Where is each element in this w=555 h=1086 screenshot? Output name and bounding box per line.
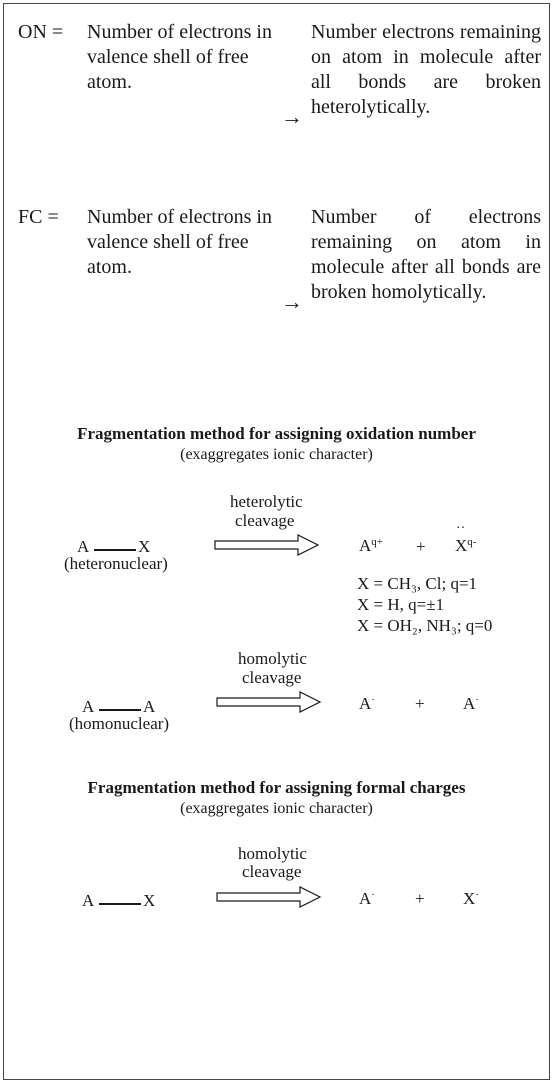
arrow-label: heterolytic xyxy=(230,492,303,511)
reactant-a: A xyxy=(143,697,156,716)
content-frame xyxy=(3,3,550,1080)
single-bond xyxy=(99,709,141,711)
plus-sign: + xyxy=(415,694,425,713)
lone-pair-dots: ·· xyxy=(456,521,466,536)
plus-sign: + xyxy=(416,537,426,556)
fc-right-text: Number of elec­trons remaining on atom i… xyxy=(311,206,541,303)
product-cation: Aq+ xyxy=(359,536,383,555)
product-anion: Xq- xyxy=(455,536,477,555)
fc-definition: FC = Number of electrons in valence shel… xyxy=(18,205,543,380)
condition-line: X = CH₃, Cl; q=1 xyxy=(357,574,478,593)
on-abbreviation: ON = xyxy=(18,21,64,43)
reactant-label: (homonuclear) xyxy=(69,714,170,733)
hollow-arrow-icon xyxy=(214,534,320,556)
right-arrow-icon: → xyxy=(281,289,303,314)
product-radical: X· xyxy=(463,889,479,908)
condition-line: X = OH₂, NH₃; q=0 xyxy=(357,616,493,635)
on-definition: ON = Number of electrons in valence shel… xyxy=(18,20,543,195)
product-radical: A· xyxy=(463,694,479,713)
hollow-arrow-icon xyxy=(216,691,322,713)
arrow-label: cleavage xyxy=(242,862,302,881)
plus-sign: + xyxy=(415,889,425,908)
formal-charge-method-title: Fragmentation method for assigning forma… xyxy=(87,778,466,797)
fc-abbreviation: FC = xyxy=(18,206,59,228)
fc-left-text: Number of electrons in valence shell of … xyxy=(87,206,272,278)
arrow-label: cleavage xyxy=(242,668,302,687)
product-radical: A· xyxy=(359,694,375,713)
right-arrow-icon: → xyxy=(281,104,303,129)
arrow-label: homolytic xyxy=(238,844,307,863)
on-right-text: Number electrons remaining on atom in mo… xyxy=(311,21,541,118)
formal-charge-method-subtitle: (exaggregates ionic character) xyxy=(180,800,373,817)
arrow-label: cleavage xyxy=(235,511,295,530)
reactant-a: A xyxy=(82,891,95,910)
reactant-x: X xyxy=(143,891,156,910)
reactant-a: A xyxy=(77,537,90,556)
reactant-label: (heteronuclear) xyxy=(64,554,168,573)
hollow-arrow-icon xyxy=(216,886,322,908)
reactant-a: A xyxy=(82,697,95,716)
condition-line: X = H, q=±1 xyxy=(357,595,445,614)
product-radical: A· xyxy=(359,889,375,908)
oxidation-method-subtitle: (exaggregates ionic character) xyxy=(180,446,373,463)
on-left-text: Number of electrons in valence shell of … xyxy=(87,21,272,93)
reactant-x: X xyxy=(138,537,151,556)
single-bond xyxy=(99,903,141,905)
single-bond xyxy=(94,549,136,551)
arrow-label: homolytic xyxy=(238,649,307,668)
oxidation-method-title: Fragmentation method for assigning oxida… xyxy=(77,424,476,443)
